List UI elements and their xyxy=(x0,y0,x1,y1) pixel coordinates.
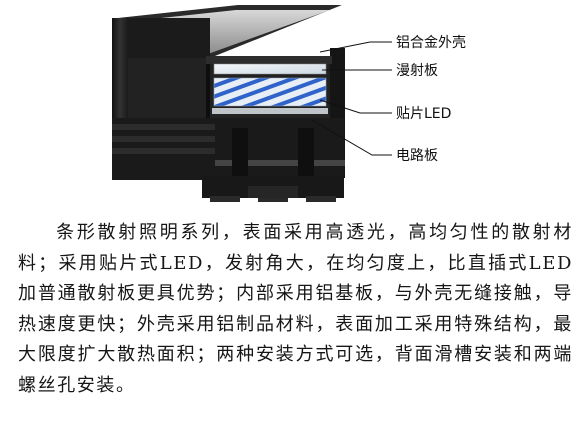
circuit-board xyxy=(212,108,328,114)
description-text: 条形散射照明系列，表面采用高透光，高均匀性的散射材料；采用贴片式LED，发射角大… xyxy=(18,222,573,396)
label-smd-led: 贴片LED xyxy=(396,106,451,122)
label-circuit-board: 电路板 xyxy=(396,148,438,164)
product-description: 条形散射照明系列，表面采用高透光，高均匀性的散射材料；采用贴片式LED，发射角大… xyxy=(18,218,573,401)
diffuser-plate xyxy=(213,63,327,75)
leader-line-board xyxy=(311,119,392,156)
leader-line-led xyxy=(319,99,392,114)
light-bar-diagram: 铝合金外壳 漫射板 贴片LED 电路板 xyxy=(112,5,466,202)
label-aluminum-shell: 铝合金外壳 xyxy=(396,34,466,51)
heat-sink-fins xyxy=(112,118,345,202)
label-diffuser: 漫射板 xyxy=(396,63,438,79)
leader-line-shell xyxy=(319,41,392,53)
smd-led-strip xyxy=(213,77,327,107)
